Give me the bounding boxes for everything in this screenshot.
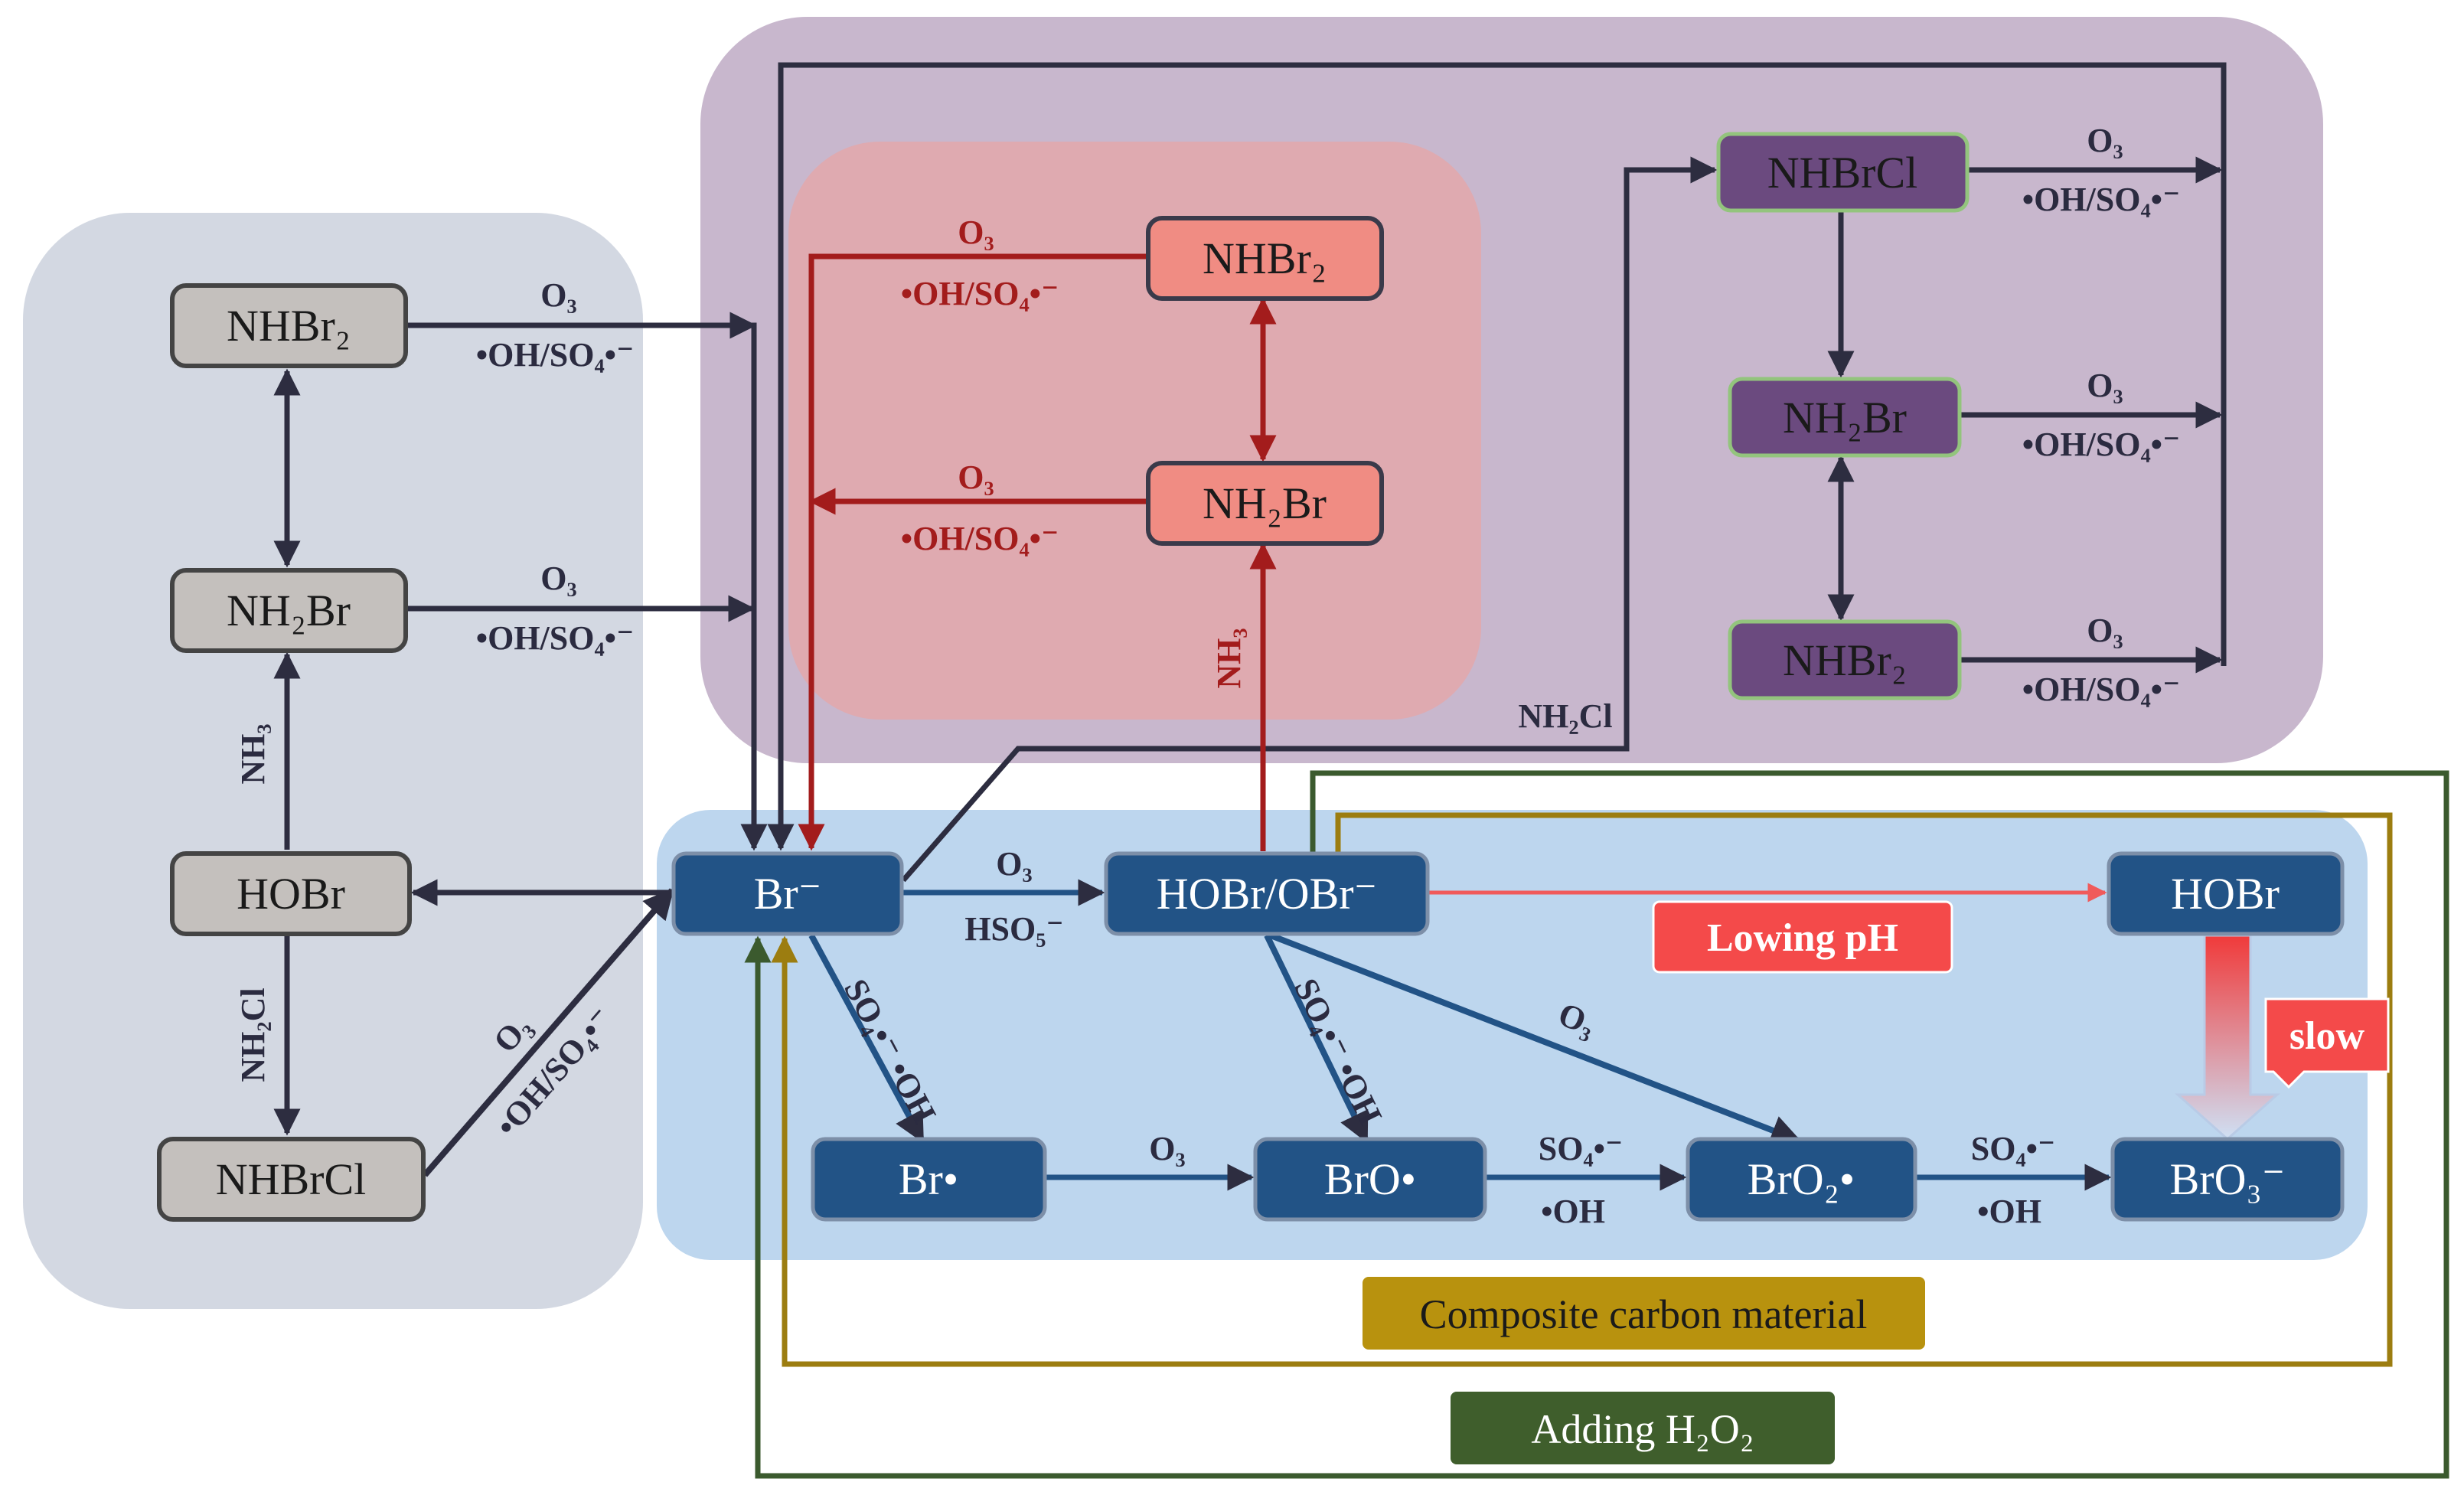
svg-text:BrO•: BrO•: [1324, 1154, 1416, 1204]
svg-text:BrO₃⁻: BrO₃⁻: [2170, 1154, 2286, 1204]
label-left-nh3: NH₃: [234, 723, 272, 784]
label-left-nh2br-oh: •OH/SO₄•⁻: [476, 619, 635, 657]
node-purple-nhbrcl: NHBrCl: [1716, 132, 1970, 213]
label-purple-nhbrcl-oh: •OH/SO₄•⁻: [2022, 181, 2181, 218]
label-purple-nh2br-o3: O₃: [2087, 367, 2123, 404]
svg-text:HOBr/OBr⁻: HOBr/OBr⁻: [1157, 869, 1377, 919]
svg-text:HOBr: HOBr: [237, 869, 345, 919]
node-left-hobr: HOBr: [170, 851, 412, 936]
label-bro2-bro3-so4: SO₄•⁻: [1971, 1130, 2056, 1167]
slow-tag: slow: [2264, 997, 2390, 1089]
svg-text:NHBr₂: NHBr₂: [1783, 635, 1907, 685]
node-left-nhbrcl: NHBrCl: [157, 1137, 426, 1222]
node-hobr-right: HOBr: [2107, 851, 2345, 936]
node-left-nh2br: NH₂Br: [170, 568, 408, 653]
label-br-hobr-o3: O₃: [996, 845, 1032, 883]
node-bro2-radical: BrO₂•: [1686, 1137, 1917, 1222]
label-pink-nhbr2-o3: O₃: [958, 214, 994, 251]
adding-h2o2-legend: Adding H₂O₂: [1451, 1392, 1835, 1464]
svg-text:Composite carbon material: Composite carbon material: [1420, 1291, 1868, 1337]
node-purple-nh2br: NH₂Br: [1728, 377, 1962, 458]
label-pink-nh2br-oh: •OH/SO₄•⁻: [901, 520, 1059, 557]
hobr-to-bro-line: [1264, 934, 1369, 1144]
br-to-purple-nhbrcl-line: [901, 156, 1718, 883]
node-pink-nh2br: NH₂Br: [1146, 461, 1384, 546]
node-purple-nhbr2: NHBr₂: [1728, 619, 1962, 700]
hobr-to-bro2-line: [1269, 932, 1802, 1145]
node-br-minus: Br⁻: [671, 851, 904, 936]
svg-text:Br•: Br•: [899, 1154, 958, 1204]
left-region: [23, 213, 643, 1309]
h2o2-loop-line: [744, 770, 2449, 1479]
purple-return-line: [767, 62, 2227, 851]
label-purple-nhbr2-o3: O₃: [2087, 612, 2123, 649]
svg-text:Lowing pH: Lowing pH: [1707, 916, 1898, 960]
svg-text:NHBr₂: NHBr₂: [227, 301, 351, 351]
label-left-nhbr2-o3: O₃: [540, 276, 576, 314]
svg-text:NH₂Br: NH₂Br: [1203, 478, 1327, 528]
svg-text:NH₂Br: NH₂Br: [227, 586, 351, 635]
label-purple-nh2br-oh: •OH/SO₄•⁻: [2022, 426, 2181, 463]
label-pink-nh2br-o3: O₃: [958, 459, 994, 496]
label-br-bro-o3: O₃: [1149, 1130, 1185, 1167]
label-purple-nhbrcl-o3: O₃: [2087, 122, 2123, 159]
node-br-radical: Br•: [811, 1137, 1047, 1222]
label-pink-nhbr2-oh: •OH/SO₄•⁻: [901, 275, 1059, 312]
composite-carbon-legend: Composite carbon material: [1363, 1277, 1925, 1350]
svg-text:BrO₂•: BrO₂•: [1748, 1154, 1855, 1204]
label-bro2-bro3-oh: •OH: [1977, 1193, 2041, 1230]
label-left-nhbr2-oh: •OH/SO₄•⁻: [476, 336, 635, 374]
node-bro-radical: BrO•: [1253, 1137, 1487, 1222]
carbon-loop-line: [771, 812, 2393, 1367]
svg-text:slow: slow: [2289, 1014, 2365, 1058]
label-left-nh2cl: NH₂Cl: [234, 987, 272, 1082]
label-purple-nh2cl: NH₂Cl: [1518, 697, 1612, 735]
label-left-nh2br-o3: O₃: [540, 560, 576, 597]
label-pink-nh3: NH₃: [1210, 628, 1248, 688]
svg-text:NHBrCl: NHBrCl: [1767, 148, 1918, 197]
pink-nhbr2-to-br-line: [798, 253, 1148, 851]
left-nhbrcl-to-br-line: [422, 887, 675, 1177]
svg-text:NHBrCl: NHBrCl: [216, 1154, 367, 1204]
svg-text:NHBr₂: NHBr₂: [1203, 233, 1327, 283]
label-bro-bro2-oh: •OH: [1541, 1193, 1605, 1230]
label-purple-nhbr2-oh: •OH/SO₄•⁻: [2022, 671, 2181, 708]
br-to-br-radical-line: [808, 934, 925, 1144]
svg-text:NH₂Br: NH₂Br: [1783, 393, 1907, 442]
node-left-nhbr2: NHBr₂: [170, 283, 408, 368]
svg-text:HOBr: HOBr: [2171, 869, 2280, 919]
label-br-hobr-hso5: HSO₅⁻: [964, 910, 1063, 948]
node-hobr-obr: HOBr/OBr⁻: [1104, 851, 1430, 936]
svg-text:Adding H₂O₂: Adding H₂O₂: [1531, 1406, 1754, 1452]
node-pink-nhbr2: NHBr₂: [1146, 216, 1384, 301]
svg-text:Br⁻: Br⁻: [754, 869, 822, 919]
node-bro3-minus: BrO₃⁻: [2110, 1137, 2345, 1222]
label-bro-bro2-so4: SO₄•⁻: [1539, 1130, 1624, 1167]
slow-arrow: [2175, 934, 2280, 1141]
lowing-ph-tag: Lowing pH: [1652, 900, 1953, 974]
